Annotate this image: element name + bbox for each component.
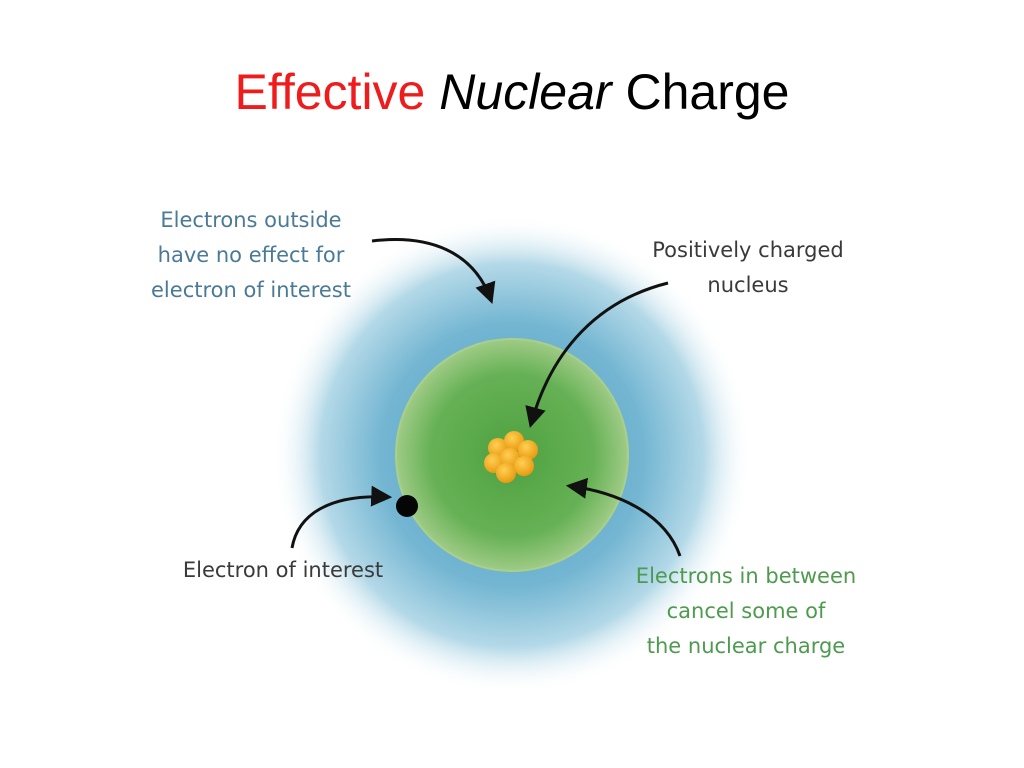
title-word-effective: Effective	[234, 64, 426, 120]
arrow-interest	[290, 485, 393, 549]
label-line: Positively charged	[652, 238, 844, 262]
label-line: nucleus	[707, 273, 789, 297]
label-line: the nuclear charge	[646, 634, 846, 658]
arrow-outside	[371, 238, 496, 304]
electron-of-interest-dot	[396, 495, 418, 517]
label-line: have no effect for	[157, 243, 345, 267]
label-electrons-outside: Electrons outside have no effect for ele…	[120, 203, 382, 308]
label-electrons-in-between: Electrons in between cancel some of the …	[598, 559, 894, 664]
label-line: cancel some of	[666, 599, 826, 623]
label-line: Electrons outside	[160, 208, 342, 232]
title-word-charge: Charge	[625, 64, 790, 120]
label-line: electron of interest	[151, 278, 351, 302]
arrow-nucleus	[525, 281, 669, 429]
label-line: Electrons in between	[635, 564, 857, 588]
label-electron-of-interest: Electron of interest	[150, 553, 416, 588]
label-positively-charged-nucleus: Positively charged nucleus	[618, 233, 878, 303]
title-word-nuclear: Nuclear	[439, 64, 612, 120]
nucleus-icon	[484, 431, 538, 483]
label-line: Electron of interest	[182, 558, 384, 582]
arrow-between	[565, 477, 682, 557]
slide-title: Effective Nuclear Charge	[0, 62, 1024, 122]
